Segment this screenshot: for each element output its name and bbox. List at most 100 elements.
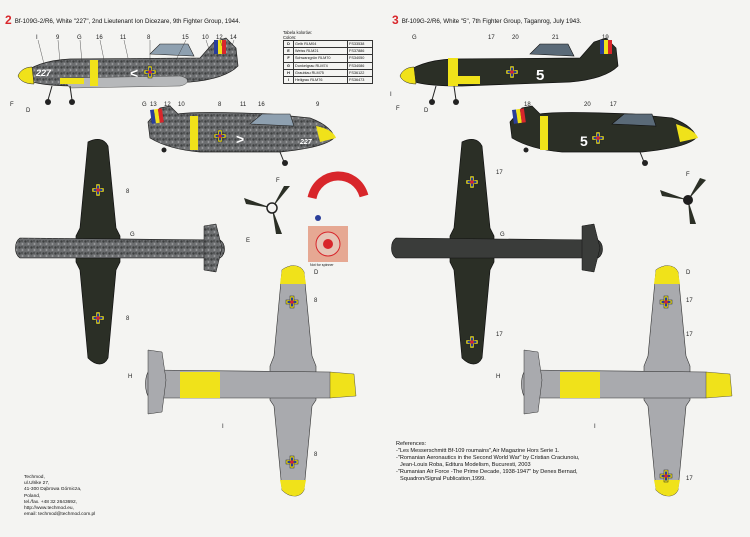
profile2-callout-labels: I 9 G 16 11 8 15 10 12 14 F D G	[10, 35, 237, 114]
callout-label: 17	[496, 170, 503, 176]
references-heading: References:	[396, 441, 427, 447]
callout-label: 14	[230, 35, 237, 41]
reference-line: Jean-Louis Roba, Editura Modelism, Bucur…	[400, 462, 531, 468]
callout-label: 8	[218, 102, 222, 108]
callout-label: G	[412, 35, 417, 41]
profile3-side-view: 5	[399, 37, 619, 105]
callout-label: F	[686, 172, 690, 178]
propeller-left	[244, 186, 290, 234]
profile2-fuselage-code: 227	[35, 68, 52, 78]
callout-label: 17	[686, 332, 693, 338]
profile2-side-view: 227 <	[17, 37, 239, 105]
publisher-address: Techmod, ul.Ulrike 27, 41-300 Dąbrowa Gó…	[24, 475, 95, 518]
callout-label: 19	[602, 35, 609, 41]
address-line[interactable]: http://www.techmod.eu,	[24, 506, 74, 512]
callout-label: H	[128, 374, 132, 380]
callout-label: 17	[686, 476, 693, 482]
right-plan-callout-labels: 17 G 17 H D 17 17 I 17	[496, 170, 693, 482]
colour-code: FS36473	[347, 75, 373, 85]
callout-label: H	[496, 374, 500, 380]
callout-label: F	[396, 106, 400, 112]
propeller-left-callout-labels: F E	[246, 178, 280, 244]
profile2-number: 2	[5, 13, 12, 27]
profile3-lower-callout-labels: 18 20 17	[524, 102, 617, 108]
callout-label: 17	[488, 35, 495, 41]
callout-label: 8	[147, 35, 151, 41]
callout-label: G	[77, 35, 82, 41]
callout-label: 21	[552, 35, 559, 41]
profile3-caption-text: Bf-109G-2/R6, White "5", 7th Fighter Gro…	[401, 18, 582, 25]
callout-label: G	[130, 232, 135, 238]
callout-label: D	[26, 108, 31, 114]
profile3-side-view-lower: 5	[509, 105, 698, 166]
address-line[interactable]: email: techmod@techmod.com.pl	[24, 512, 96, 518]
profile2-fuselage-code-lower: 227	[299, 139, 313, 146]
callout-label: 10	[202, 35, 209, 41]
reference-line: -"Les Messerschmitt Bf-109 roumains",Air…	[396, 448, 560, 454]
callout-label: 17	[610, 102, 617, 108]
callout-label: 8	[314, 452, 318, 458]
propeller-right	[660, 178, 706, 224]
svg-text:5: 5	[580, 133, 588, 149]
left-bottom-view	[145, 265, 357, 497]
callout-label: D	[314, 270, 319, 276]
callout-label: 9	[316, 102, 320, 108]
reference-line: -"Romanian Aeronautics in the Second Wor…	[396, 455, 580, 461]
callout-label: 11	[240, 102, 247, 108]
callout-label: 8	[314, 298, 318, 304]
colour-code: FS37886	[347, 47, 373, 56]
svg-text:>: >	[236, 131, 244, 147]
callout-label: 18	[524, 102, 531, 108]
callout-label: E	[246, 238, 250, 244]
callout-label: 17	[686, 298, 693, 304]
callout-label: I	[36, 35, 38, 41]
callout-label: F	[276, 178, 280, 184]
callout-label: I	[222, 424, 224, 430]
right-top-view	[391, 139, 603, 365]
left-plan-callout-labels: 8 G 8 H D 8 8 I	[126, 189, 319, 458]
profile3-fuselage-code: 5	[536, 67, 544, 84]
callout-label: 13	[150, 102, 157, 108]
spinner-note: Not for spinner	[310, 263, 334, 267]
address-line: ul.Ulrike 27,	[24, 481, 50, 487]
reference-line: Squadron/Signal Publication,1999.	[400, 476, 486, 482]
left-top-view	[15, 139, 225, 365]
right-bottom-view	[521, 265, 733, 497]
callout-label: D	[424, 108, 429, 114]
callout-label: 17	[496, 332, 503, 338]
reference-line: -"Rumanian Air Force -The Prime Decade, …	[396, 469, 578, 475]
callout-label: 11	[120, 35, 127, 41]
callout-label: G	[142, 102, 147, 108]
callout-label: 20	[584, 102, 591, 108]
address-line: Poland,	[24, 493, 41, 499]
address-line: tel./fax. +48 32 2643692,	[24, 499, 77, 505]
callout-label: 10	[178, 102, 185, 108]
colour-code: FS34050	[347, 54, 373, 63]
profile3-callout-labels: G 17 20 21 19 I F D	[390, 35, 609, 114]
callout-label: 16	[96, 35, 103, 41]
profile2-lower-callout-labels: 13 12 10 8 11 16 9	[150, 102, 320, 108]
profile2-side-view-lower: > 227	[147, 105, 336, 166]
callout-label: I	[390, 92, 392, 98]
references-block: References: -"Les Messerschmitt Bf-109 r…	[396, 441, 579, 483]
colour-code: FS33538	[347, 39, 373, 49]
profile2-caption-text: Bf-109G-2/R6, White "227", 2nd Lieutenan…	[14, 18, 241, 25]
profile2-callouts	[37, 39, 235, 65]
spinner-marking-detail	[307, 171, 369, 262]
colour-table-title-en: Colors:	[283, 35, 297, 40]
callout-label: 12	[216, 35, 223, 41]
callout-label: 9	[56, 35, 60, 41]
callout-label: 12	[164, 102, 171, 108]
colour-table-title-pl: Tabela kolorów:	[283, 30, 313, 35]
callout-label: G	[500, 232, 505, 238]
callout-label: 8	[126, 316, 130, 322]
callout-label: 16	[258, 102, 265, 108]
